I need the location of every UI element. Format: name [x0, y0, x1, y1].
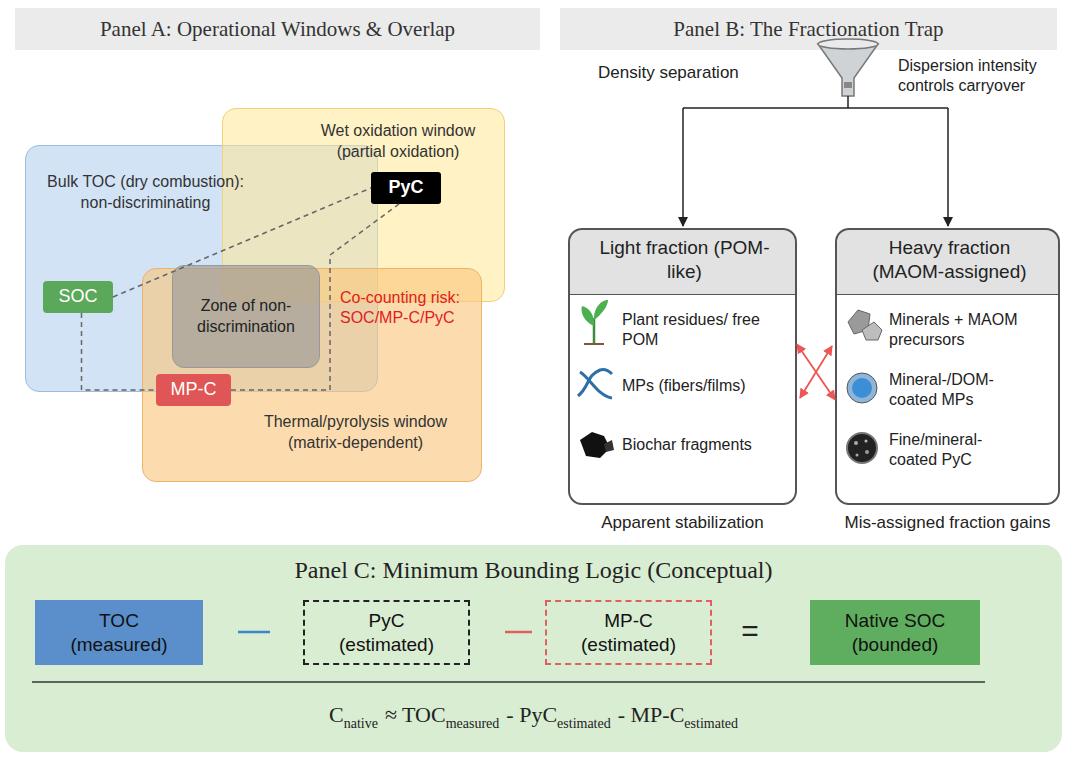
outcome-label: Mis-assigned fraction gains	[825, 512, 1067, 533]
equation-box: MP-C (estimated)	[545, 600, 712, 665]
node-item: MPs (fibers/films)	[622, 376, 782, 396]
node-title: Native SOC (bounded)	[840, 609, 950, 657]
node-title: Heavy fraction (MAOM-assigned)	[862, 236, 1037, 284]
node-item: Minerals + MAOM precursors	[889, 310, 1029, 350]
coated-pyc-icon	[847, 433, 877, 463]
formula-text: - PyC	[506, 702, 557, 727]
formula-text: ≈ TOC	[385, 702, 446, 727]
overlap-link	[82, 313, 157, 390]
coated-mp-icon	[847, 373, 877, 403]
carbon-pool-box: PyC	[371, 172, 441, 204]
plant-icon	[582, 300, 609, 344]
operator-sign: =	[725, 612, 775, 650]
split-arrow	[682, 108, 684, 226]
formula-text: - MP-C	[618, 702, 685, 727]
node-title: MP-C	[171, 378, 217, 401]
minus-sign	[238, 631, 270, 634]
minus-sign	[505, 631, 532, 634]
overlap-zone: Zone of non-discrimination	[172, 265, 320, 368]
subscript-text: measured	[446, 716, 500, 731]
node-title: PyC (estimated)	[332, 609, 442, 657]
subscript-text: native	[344, 716, 378, 731]
node-title: Zone of non-discrimination	[181, 296, 311, 338]
subscript-text: estimated	[557, 716, 611, 731]
node-title: MP-C (estimated)	[574, 609, 684, 657]
panel-header: Panel B: The Fractionation Trap	[560, 8, 1057, 50]
node-title: Bulk TOC (dry combustion): non-discrimin…	[38, 172, 253, 214]
exchange-arrow	[797, 344, 835, 399]
subscript-text: estimated	[684, 716, 738, 731]
node-item: Fine/mineral- coated PyC	[889, 430, 1029, 470]
carbon-pool-box: SOC	[43, 281, 113, 313]
carbon-pool-box: MP-C	[156, 374, 231, 406]
node-title: Panel B: The Fractionation Trap	[673, 17, 943, 42]
equation-box: TOC (measured)	[35, 600, 203, 665]
fraction-box: Heavy fraction (MAOM-assigned) Minerals +…	[835, 228, 1060, 505]
process-label: Dispersion intensity controls carryover	[898, 56, 1058, 96]
node-item: Plant residues/ free POM	[622, 310, 762, 350]
equation-box: Native SOC (bounded)	[810, 600, 980, 665]
biochar-icon	[604, 440, 614, 452]
node-title: Wet oxidation window (partial oxidation)	[303, 121, 493, 163]
node-item: Mineral-/DOM- coated MPs	[889, 370, 1029, 410]
baseline-rule	[32, 681, 985, 683]
fraction-box: Light fraction (POM-like) Plant residues/…	[568, 228, 797, 505]
node-title: Panel C: Minimum Bounding Logic (Concept…	[5, 557, 1062, 584]
outcome-label: Apparent stabilization	[560, 512, 805, 533]
node-title: PyC	[388, 176, 423, 199]
node-title: Light fraction (POM-like)	[597, 236, 772, 284]
equation-box: PyC (estimated)	[303, 600, 470, 665]
formula-text: C	[329, 702, 344, 727]
process-label: Density separation	[598, 62, 788, 83]
node-title: SOC	[58, 285, 97, 308]
node-item: Biochar fragments	[622, 435, 772, 455]
node-title: TOC (measured)	[64, 609, 174, 657]
split-arrow	[947, 108, 949, 226]
formula-line: Cnative≈ TOCmeasured- PyCestimated- MP-C…	[0, 702, 1067, 732]
risk-note: Co-counting risk: SOC/MP-C/PyC	[340, 288, 505, 328]
funnel-icon	[818, 39, 878, 96]
split-line	[683, 96, 948, 108]
node-title: Thermal/pyrolysis window (matrix-depende…	[253, 412, 458, 454]
microplastic-fiber-icon	[578, 369, 612, 398]
mineral-icon	[848, 310, 882, 340]
panel-header: Panel A: Operational Windows & Overlap	[15, 8, 540, 50]
node-title: Panel A: Operational Windows & Overlap	[100, 17, 455, 42]
overlap-link	[113, 188, 371, 297]
